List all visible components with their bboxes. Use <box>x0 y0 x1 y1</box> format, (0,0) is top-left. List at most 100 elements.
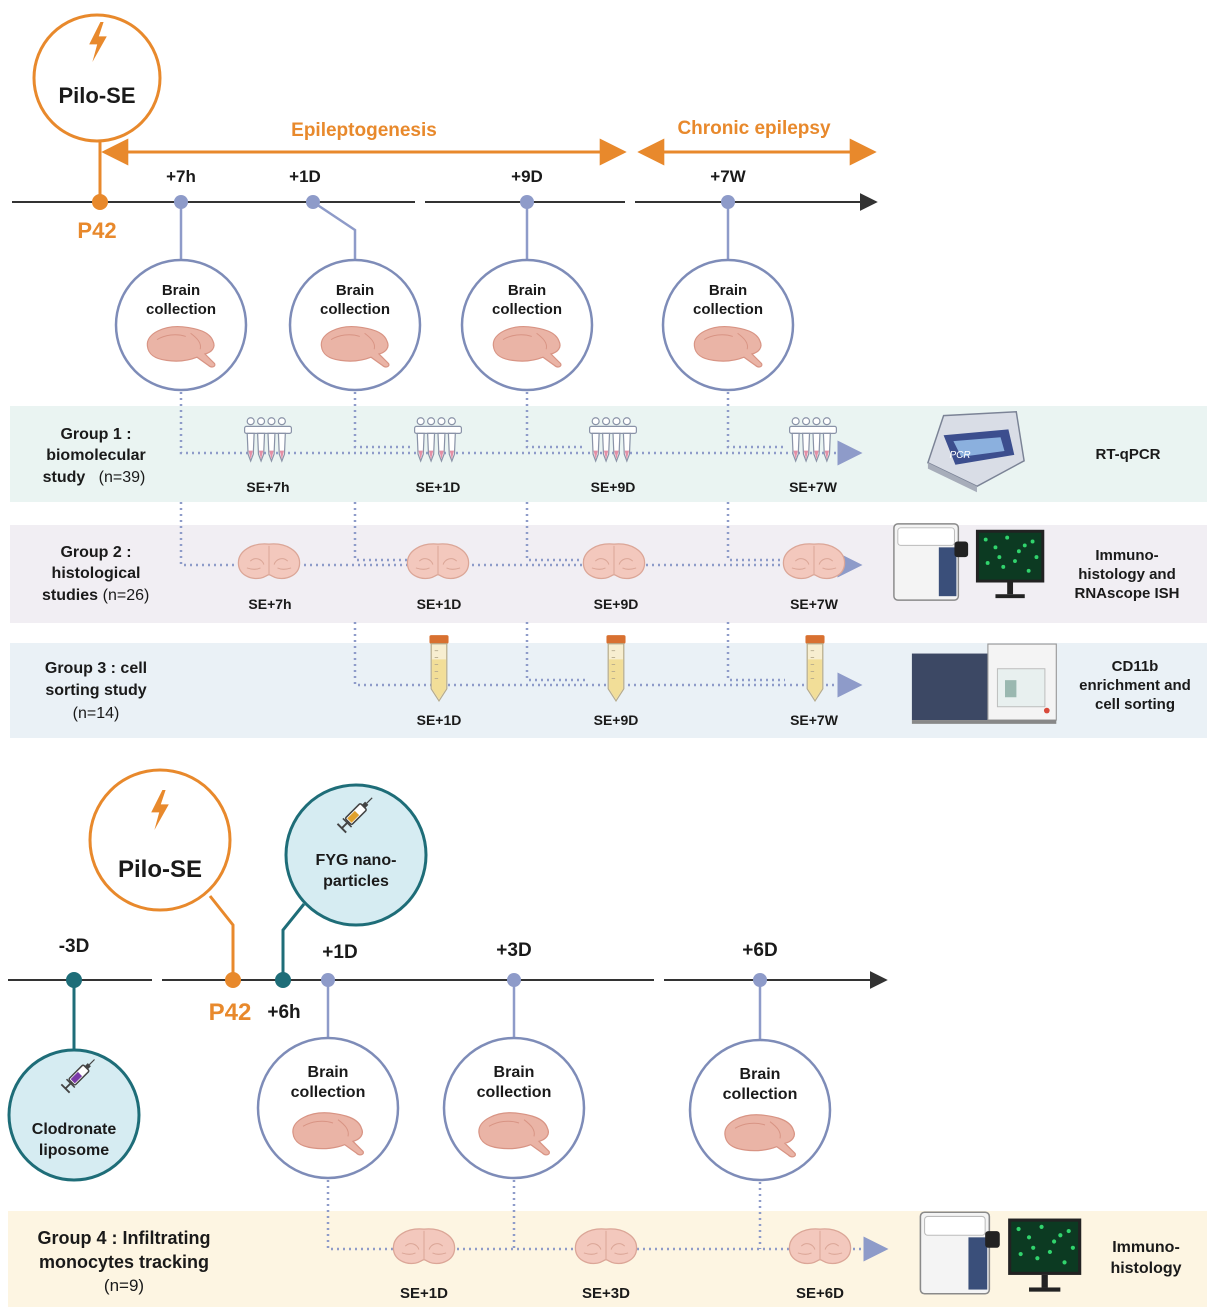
svg-text:Brain: Brain <box>308 1064 349 1081</box>
timepoint-node <box>507 973 521 987</box>
clodronate-label: Clodronate <box>32 1121 117 1138</box>
p42-node <box>225 972 241 988</box>
brain-collection-circle: Brain collection <box>688 1038 832 1182</box>
brain-section-icon <box>582 543 646 580</box>
group1-title: biomolecular <box>46 447 146 464</box>
method-label: enrichment and <box>1079 677 1191 694</box>
timepoint-label: +3D <box>496 940 531 961</box>
sample-label: SE+7h <box>248 596 291 612</box>
sample-label: SE+9D <box>594 596 639 612</box>
sample-label: SE+1D <box>400 1285 448 1302</box>
pilo-se-circle <box>32 13 162 143</box>
brain-section-icon <box>788 1228 852 1265</box>
timepoint-label: +1D <box>289 167 321 186</box>
timepoint-node <box>721 195 735 209</box>
group2-title: Group 2 : <box>60 544 131 561</box>
timepoint-label: +6h <box>267 1002 300 1023</box>
group3-n: (n=14) <box>73 705 120 722</box>
method-label: histology <box>1110 1260 1181 1277</box>
brain-collection-circle: Brain collection <box>114 258 248 392</box>
brain-section-icon <box>406 543 470 580</box>
method-label: Immuno- <box>1112 1239 1180 1256</box>
svg-text:Brain: Brain <box>508 282 546 299</box>
brain-collection-circle: Brain collection <box>256 1036 400 1180</box>
svg-text:collection: collection <box>492 301 562 318</box>
brain-section-icon <box>392 1228 456 1265</box>
p42-label: P42 <box>209 999 252 1026</box>
falcon-tube-icon <box>605 634 627 702</box>
brain-collection-circle: Brain collection <box>288 258 422 392</box>
method-label: RT-qPCR <box>1096 446 1161 463</box>
sample-label: SE+7h <box>246 479 289 495</box>
p42-label: P42 <box>77 218 116 243</box>
group3-title: Group 3 : cell <box>45 660 147 677</box>
svg-text:collection: collection <box>723 1086 798 1103</box>
cell-sorter-icon <box>911 643 1057 725</box>
svg-text:Brain: Brain <box>494 1064 535 1081</box>
fyg-nanoparticles-circle <box>284 783 428 927</box>
timepoint-node <box>753 973 767 987</box>
fyg-label: particles <box>323 873 389 890</box>
brain-collection-circle: Brain collection <box>661 258 795 392</box>
sample-label: SE+9D <box>591 479 636 495</box>
timepoint-label: +1D <box>322 942 357 963</box>
svg-text:collection: collection <box>291 1084 366 1101</box>
epileptogenesis-label: Epileptogenesis <box>291 120 437 141</box>
falcon-tube-icon <box>804 634 826 702</box>
clodronate-circle <box>7 1048 141 1182</box>
method-label: CD11b <box>1112 658 1159 675</box>
group2-n: (n=26) <box>103 587 150 604</box>
brain-section-icon <box>574 1228 638 1265</box>
svg-text:collection: collection <box>320 301 390 318</box>
sample-label: SE+1D <box>417 596 462 612</box>
group1-n: (n=39) <box>99 469 146 486</box>
falcon-tube-icon <box>428 634 450 702</box>
method-label: RNAscope ISH <box>1074 585 1179 602</box>
svg-text:collection: collection <box>693 301 763 318</box>
pcr-machine-text: PCR <box>949 450 970 461</box>
timepoint-label: +9D <box>511 167 543 186</box>
brain-collection-circle: Brain collection <box>442 1036 586 1180</box>
pilo-se-circle <box>88 768 232 912</box>
sample-label: SE+6D <box>796 1285 844 1302</box>
sample-label: SE+7W <box>789 479 838 495</box>
svg-text:collection: collection <box>146 301 216 318</box>
group4-title: monocytes tracking <box>39 1252 209 1272</box>
svg-text:Brain: Brain <box>740 1066 781 1083</box>
method-label: cell sorting <box>1095 696 1175 713</box>
timepoint-label: +7W <box>710 167 746 186</box>
timepoint-node <box>174 195 188 209</box>
sample-label: SE+3D <box>582 1285 630 1302</box>
method-label: histology and <box>1078 566 1176 583</box>
svg-text:Brain: Brain <box>709 282 747 299</box>
timepoint-node <box>306 195 320 209</box>
timepoint-node <box>520 195 534 209</box>
svg-text:Brain: Brain <box>162 282 200 299</box>
method-label: Immuno- <box>1095 547 1158 564</box>
group4-title: Group 4 : Infiltrating <box>38 1228 211 1248</box>
group1-title: Group 1 : <box>60 426 131 443</box>
brain-section-icon <box>237 543 301 580</box>
sample-label: SE+7W <box>790 712 839 728</box>
fyg-node <box>275 972 291 988</box>
group4-n: (n=9) <box>104 1276 144 1295</box>
brain-collection-circle: Brain collection <box>460 258 594 392</box>
clodronate-label: liposome <box>39 1142 109 1159</box>
sample-label: SE+1D <box>416 479 461 495</box>
pilo-se-label: Pilo-SE <box>118 856 202 883</box>
group2-title: histological <box>52 565 141 582</box>
fyg-label: FYG nano- <box>316 852 397 869</box>
sample-label: SE+7W <box>790 596 839 612</box>
svg-text:collection: collection <box>477 1084 552 1101</box>
svg-text:Brain: Brain <box>336 282 374 299</box>
brain-section-icon <box>782 543 846 580</box>
clodronate-node <box>66 972 82 988</box>
group3-title: sorting study <box>45 682 146 699</box>
sample-label: SE+9D <box>594 712 639 728</box>
timepoint-label: -3D <box>59 936 90 957</box>
timepoint-label: +6D <box>742 940 777 961</box>
timepoint-node <box>321 973 335 987</box>
timepoint-label: +7h <box>166 167 196 186</box>
pilo-se-label: Pilo-SE <box>58 83 135 108</box>
